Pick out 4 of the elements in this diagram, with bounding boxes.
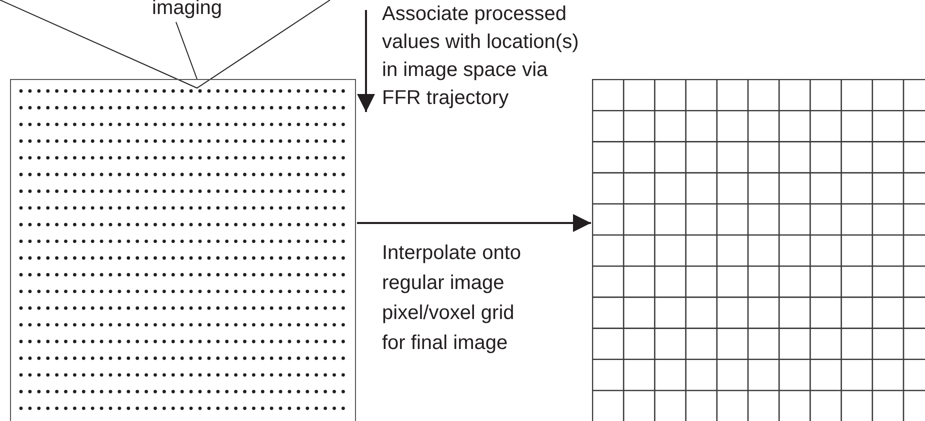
annotation-text: Associate processed values with location(s) in image space via FFR trajectory	[382, 2, 580, 111]
arrow	[357, 214, 591, 232]
edge-label: Interpolate onto regular image pixel/voxel grid for final image	[382, 241, 522, 356]
leader-line	[176, 22, 198, 80]
